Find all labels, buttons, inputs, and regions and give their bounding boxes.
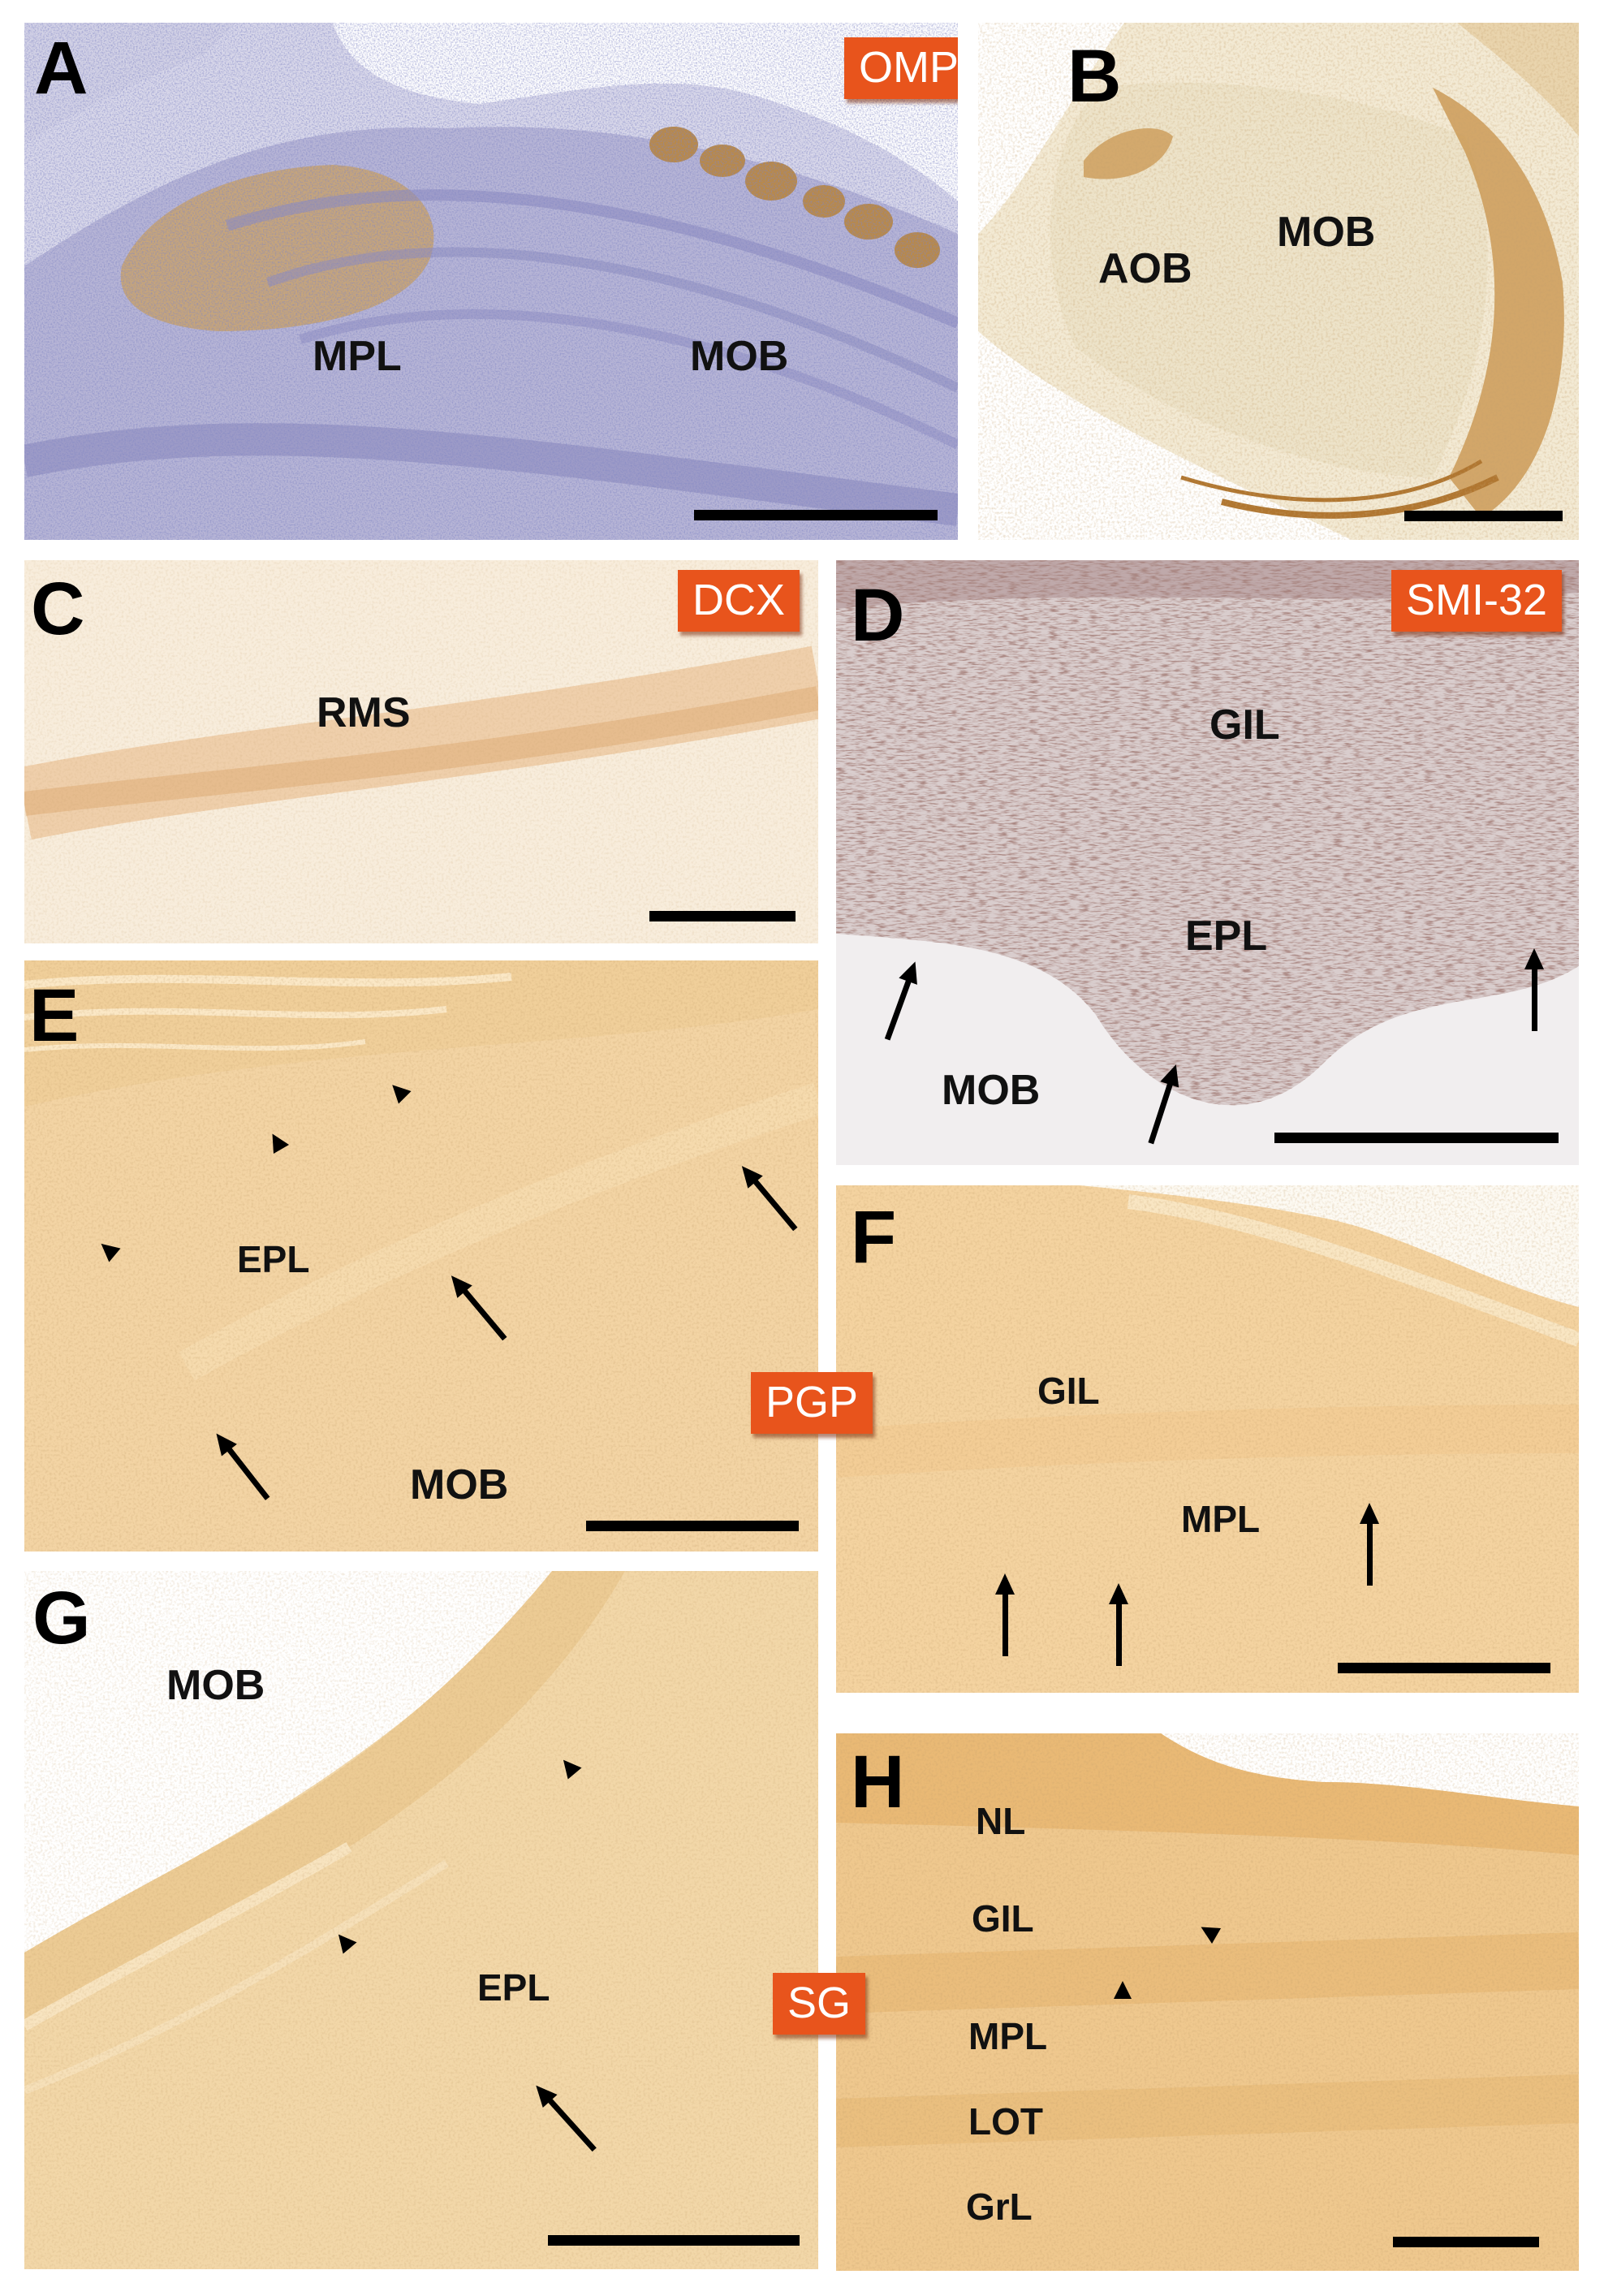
mob-label: MOB xyxy=(410,1461,509,1508)
panel-g-letter: G xyxy=(32,1577,91,1659)
panel-c-letter: C xyxy=(31,568,84,650)
panel-e-micrograph xyxy=(24,960,818,1552)
grl-label: GrL xyxy=(966,2186,1033,2228)
panel-f-letter: F xyxy=(851,1196,896,1279)
panel-a: A OMP MPL MOB xyxy=(24,23,958,540)
mpl-label: MPL xyxy=(313,333,402,380)
pgp-stain-tag: PGP xyxy=(751,1372,873,1434)
epl-label: EPL xyxy=(477,1966,550,2009)
scale-bar xyxy=(586,1521,799,1531)
panel-d: D SMI-32 GIL EPL MOB xyxy=(836,560,1579,1165)
panel-d-letter: D xyxy=(851,574,904,657)
panel-g: G MOB EPL xyxy=(24,1571,818,2269)
mpl-label: MPL xyxy=(1181,1498,1261,1540)
arrowhead-icon xyxy=(1114,1981,1132,1999)
scale-bar xyxy=(1338,1663,1550,1673)
scale-bar xyxy=(1274,1133,1559,1143)
omp-stain-tag: OMP xyxy=(844,37,958,99)
panel-b-micrograph xyxy=(978,23,1579,540)
scale-bar xyxy=(1393,2237,1539,2247)
epl-label: EPL xyxy=(1185,913,1268,960)
epl-label: EPL xyxy=(237,1238,310,1280)
gil-label: GIL xyxy=(972,1897,1034,1940)
panel-f-micrograph xyxy=(836,1185,1579,1693)
panel-a-letter: A xyxy=(34,27,88,110)
scale-bar xyxy=(1404,511,1563,521)
scale-bar xyxy=(694,510,938,520)
mpl-label: MPL xyxy=(968,2015,1048,2057)
panel-a-micrograph xyxy=(24,23,958,540)
gil-label: GIL xyxy=(1037,1370,1100,1412)
mob-label: MOB xyxy=(1277,209,1376,256)
mob-label: MOB xyxy=(942,1067,1041,1114)
panel-h-letter: H xyxy=(851,1741,904,1823)
panel-e: E EPL MOB xyxy=(24,960,818,1552)
nl-label: NL xyxy=(976,1800,1026,1842)
panel-b-letter: B xyxy=(1067,35,1121,118)
dcx-stain-tag: DCX xyxy=(678,570,800,632)
scale-bar xyxy=(548,2235,800,2246)
scale-bar xyxy=(649,911,796,921)
panel-c: C DCX RMS xyxy=(24,560,818,943)
mob-label: MOB xyxy=(690,333,789,380)
panel-h-micrograph xyxy=(836,1733,1579,2271)
panel-b: B AOB MOB xyxy=(978,23,1579,540)
mob-label: MOB xyxy=(166,1662,265,1709)
smi-32-stain-tag: SMI-32 xyxy=(1391,570,1563,632)
gil-label: GIL xyxy=(1209,701,1280,749)
panel-f: F GIL MPL xyxy=(836,1185,1579,1693)
panel-d-micrograph xyxy=(836,560,1579,1165)
panel-e-letter: E xyxy=(29,974,79,1057)
rms-label: RMS xyxy=(317,689,411,736)
sg-stain-tag: SG xyxy=(773,1973,866,2035)
panel-g-micrograph xyxy=(24,1571,818,2269)
panel-h: H NL GIL MPL LOT GrL xyxy=(836,1733,1579,2271)
aob-label: AOB xyxy=(1098,245,1192,292)
lot-label: LOT xyxy=(968,2100,1043,2143)
